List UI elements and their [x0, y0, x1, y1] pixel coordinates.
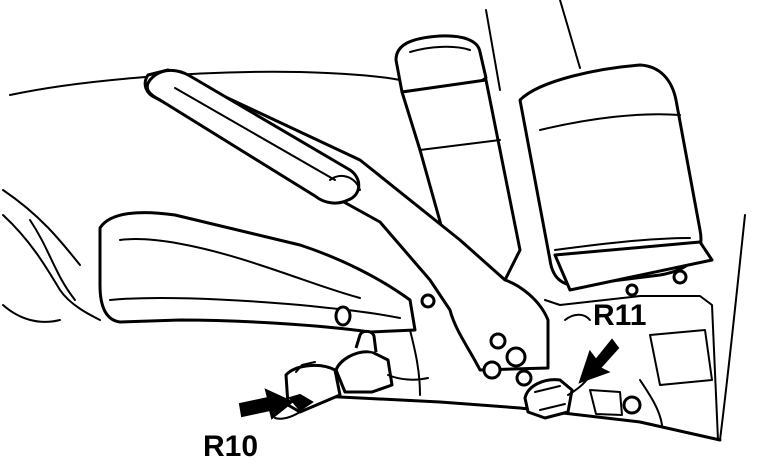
floor-bracket [298, 214, 746, 442]
connector-r11 [523, 371, 593, 420]
seat-belt-buckle [394, 34, 522, 302]
parking-brake-lever [143, 68, 550, 387]
seat-belt-receiver [485, 0, 714, 292]
center-console [98, 211, 417, 334]
interior-background-lines [2, 70, 401, 323]
arrow-r10-icon [238, 388, 294, 420]
callout-label-r10: R10 [203, 430, 259, 463]
connector-r10 [274, 329, 429, 420]
arrow-r11-icon [578, 338, 620, 384]
callout-label-r11: R11 [593, 299, 647, 332]
